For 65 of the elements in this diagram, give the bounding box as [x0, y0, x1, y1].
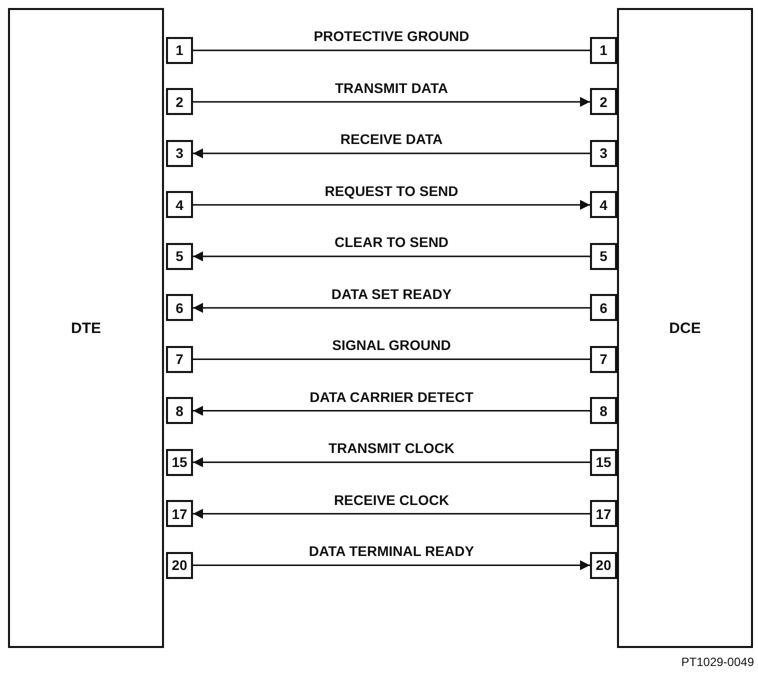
signal-line — [193, 50, 590, 52]
terminal-block — [8, 8, 164, 648]
pin-number-box — [590, 448, 617, 476]
pin-number-box — [590, 140, 617, 167]
signal-line — [193, 358, 590, 360]
block-name: DCE — [669, 320, 701, 336]
signal-arrow — [193, 457, 590, 468]
signal-arrow — [193, 302, 590, 313]
pin-number: 20 — [596, 557, 612, 574]
signal-arrow — [193, 560, 590, 570]
signal-arrow — [193, 406, 590, 416]
pin-number: 7 — [600, 351, 608, 368]
signal-name: PROTECTIVE GROUND — [312, 28, 472, 44]
signal-arrow — [193, 96, 590, 107]
pin-number: 17 — [596, 506, 612, 522]
pin-number-box — [590, 36, 617, 64]
pin-number-box — [590, 552, 617, 579]
signal-arrow — [193, 148, 590, 158]
pin-number-box — [166, 191, 193, 218]
pin-number: 6 — [600, 300, 608, 316]
pin-number-box — [166, 552, 193, 579]
pin-number: 3 — [176, 145, 184, 162]
pin-number: 3 — [600, 145, 608, 162]
pin-number: 5 — [600, 248, 608, 264]
pin-number: 1 — [600, 42, 608, 58]
pin-number-box — [166, 294, 193, 322]
pin-number-box — [590, 294, 617, 322]
pin-number: 2 — [176, 94, 184, 110]
pin-number-box — [590, 88, 617, 116]
pin-number-box — [166, 448, 193, 476]
pin-number-box — [166, 88, 193, 116]
signal-arrow — [193, 200, 590, 210]
pin-number-box — [590, 346, 617, 373]
pin-number-box — [590, 191, 617, 218]
pin-number: 8 — [176, 402, 184, 419]
pin-number-box — [166, 140, 193, 167]
pin-number-box — [590, 500, 617, 528]
pin-number: 4 — [176, 196, 184, 213]
pin-number-box — [166, 36, 193, 64]
pin-number-box — [166, 242, 193, 270]
pin-number-box — [590, 397, 617, 424]
signal-name: SIGNAL GROUND — [330, 337, 453, 354]
pin-number: 7 — [176, 351, 184, 368]
signal-name: TRANSMIT CLOCK — [326, 440, 456, 456]
pin-number: 2 — [600, 94, 608, 110]
pin-number: 1 — [176, 42, 184, 58]
pin-number: 17 — [172, 506, 188, 522]
pin-number-box — [166, 346, 193, 373]
pin-number-box — [166, 397, 193, 424]
pin-number: 8 — [600, 402, 608, 419]
terminal-block — [617, 8, 753, 648]
block-name: DTE — [71, 320, 101, 336]
signal-arrow — [193, 508, 590, 519]
pin-number-box — [166, 500, 193, 528]
signal-name: RECEIVE DATA — [338, 131, 445, 148]
signal-arrow — [193, 251, 590, 262]
figure-number: PT1029-0049 — [681, 655, 754, 669]
pin-number: 15 — [596, 454, 612, 470]
pin-number: 5 — [176, 248, 184, 264]
signal-name: CLEAR TO SEND — [332, 234, 451, 250]
pin-number: 4 — [600, 196, 608, 213]
pin-number: 15 — [172, 454, 188, 470]
pin-number: 6 — [176, 300, 184, 316]
pin-number-box — [590, 242, 617, 270]
pin-number: 20 — [172, 557, 188, 574]
